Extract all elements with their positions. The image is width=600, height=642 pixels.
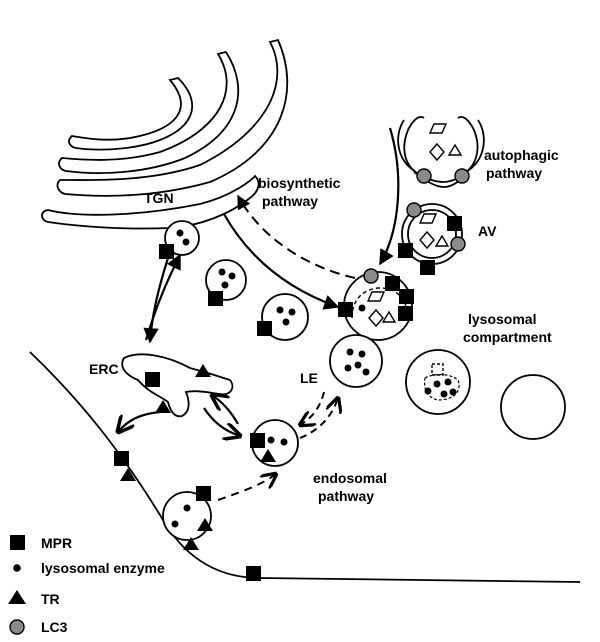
legend-enzyme-symbol (13, 564, 21, 572)
lysosomal-enzyme (171, 520, 179, 528)
tr (260, 449, 276, 462)
tr (195, 364, 211, 377)
ee-to-erc-arrow (212, 395, 239, 425)
mpr (385, 276, 400, 291)
endosomal-label-1: endosomal (313, 470, 387, 486)
lysosomal-enzyme (276, 306, 284, 314)
tr (155, 400, 171, 413)
lysosomal-enzyme (362, 368, 370, 376)
cargo-triangle (381, 310, 397, 323)
lysosomal-enzyme (182, 238, 190, 246)
autophagic-label-2: pathway (486, 165, 542, 181)
mpr (257, 321, 272, 336)
lysosomal-label-2: compartment (463, 329, 552, 345)
vesicle (205, 259, 247, 301)
lysosome (405, 349, 471, 415)
le-to-ee-arrow (300, 391, 325, 425)
erc-to-pm-arrow (118, 410, 161, 432)
lysosomal-enzyme (183, 504, 191, 512)
mpr (159, 244, 174, 259)
lysosomal-enzyme (280, 438, 288, 446)
mpr (398, 306, 413, 321)
legend-tr-label: TR (41, 591, 60, 607)
lc3 (406, 202, 422, 218)
mpr (338, 302, 353, 317)
tr (183, 537, 199, 550)
legend-mpr-label: MPR (41, 535, 72, 551)
mpr (399, 289, 414, 304)
biosynthetic-return-arrow (237, 194, 356, 279)
cargo-parallelogram (366, 291, 386, 302)
cargo-diamond (429, 142, 445, 162)
cargo-triangle (434, 234, 450, 247)
lysosomal-enzyme (176, 229, 184, 237)
legend-lc3-label: LC3 (41, 619, 68, 635)
lysosomal-enzyme (228, 272, 236, 280)
legend-enzyme-label: lysosomal enzyme (41, 560, 165, 576)
lysosomal-enzyme (358, 350, 366, 358)
lysosomal-enzyme (267, 436, 275, 444)
ee-to-le-arrow (299, 398, 338, 439)
fusion-compartment (338, 268, 414, 341)
lysosomal-enzyme (346, 348, 354, 356)
cargo-diamond (419, 230, 435, 250)
le-label: LE (300, 370, 318, 386)
mpr (250, 433, 265, 448)
plasma-membrane (29, 351, 581, 583)
cargo-parallelogram (418, 213, 438, 224)
autophagic-vacuole (398, 202, 466, 275)
tgn-to-erc-arrow (143, 257, 170, 344)
endocytic-arrow (217, 474, 276, 501)
cargo-diamond (368, 308, 384, 328)
lysosomal-enzyme (218, 268, 226, 276)
erc-compartment (121, 353, 234, 418)
lysosomal-enzyme (288, 308, 296, 316)
autophagic-label-1: autophagic (484, 147, 559, 163)
biosynthetic-label-2: pathway (262, 193, 318, 209)
tgn-label: TGN (144, 190, 174, 206)
cargo-triangle (447, 143, 463, 156)
lysosomal-enzyme (358, 304, 366, 312)
erc-label: ERC (89, 361, 119, 377)
lysosomal-enzyme (344, 364, 352, 372)
legend-lc3-symbol (9, 619, 25, 635)
lysosomal-enzyme (282, 318, 290, 326)
lc3 (416, 168, 432, 184)
lc3 (454, 168, 470, 184)
cargo-parallelogram (428, 123, 448, 134)
av-label: AV (478, 223, 497, 239)
biosynthetic-label-1: biosynthetic (258, 175, 341, 191)
mpr (420, 260, 435, 275)
erc-to-ee-arrow (203, 407, 240, 436)
legend-mpr-symbol (10, 535, 25, 550)
mpr (398, 243, 413, 258)
mpr (196, 486, 211, 501)
endosomal-label-2: pathway (318, 488, 374, 504)
lysosomal-label-1: lysosomal (468, 311, 536, 327)
lysosomal-enzyme (354, 361, 362, 369)
biosynthetic-arrow (223, 213, 340, 310)
lc3 (363, 268, 379, 284)
legend: MPR lysosomal enzyme TR LC3 (8, 535, 165, 635)
lc3 (450, 236, 466, 252)
tr (120, 468, 136, 481)
tr (197, 518, 213, 531)
legend-tr-symbol (8, 590, 26, 604)
mpr (246, 566, 261, 581)
late-endosome (329, 334, 383, 388)
mpr (114, 451, 129, 466)
autophagic-arrow (379, 127, 400, 266)
mpr (208, 291, 223, 306)
mpr (145, 372, 160, 387)
empty-lysosome (500, 374, 566, 440)
phagophore (397, 116, 485, 188)
mpr (447, 216, 462, 231)
vesicle (261, 293, 309, 341)
lysosomal-enzyme (221, 281, 229, 289)
